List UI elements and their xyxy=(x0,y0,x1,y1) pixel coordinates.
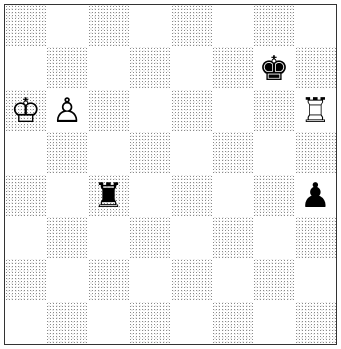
square-e1[interactable] xyxy=(171,302,212,344)
square-d6[interactable] xyxy=(129,90,170,132)
square-b7[interactable] xyxy=(46,47,87,89)
square-d3[interactable] xyxy=(129,217,170,259)
square-d2[interactable] xyxy=(129,259,170,301)
square-b5[interactable] xyxy=(46,132,87,174)
square-d8[interactable] xyxy=(129,5,170,47)
square-h1[interactable] xyxy=(295,302,336,344)
square-g2[interactable] xyxy=(253,259,294,301)
square-c6[interactable] xyxy=(88,90,129,132)
square-a7[interactable] xyxy=(5,47,46,89)
white-king-icon[interactable]: ♔ xyxy=(5,90,46,132)
square-b4[interactable] xyxy=(46,175,87,217)
square-h4[interactable]: ♟ xyxy=(295,175,336,217)
square-f2[interactable] xyxy=(212,259,253,301)
black-pawn-icon[interactable]: ♟ xyxy=(295,175,336,217)
square-e8[interactable] xyxy=(171,5,212,47)
square-e2[interactable] xyxy=(171,259,212,301)
square-d5[interactable] xyxy=(129,132,170,174)
square-c5[interactable] xyxy=(88,132,129,174)
square-b6[interactable]: ♙ xyxy=(46,90,87,132)
square-f4[interactable] xyxy=(212,175,253,217)
square-b3[interactable] xyxy=(46,217,87,259)
square-f3[interactable] xyxy=(212,217,253,259)
white-rook-icon[interactable]: ♖ xyxy=(295,90,336,132)
square-f6[interactable] xyxy=(212,90,253,132)
square-c3[interactable] xyxy=(88,217,129,259)
square-c7[interactable] xyxy=(88,47,129,89)
square-h6[interactable]: ♖ xyxy=(295,90,336,132)
square-b1[interactable] xyxy=(46,302,87,344)
board-grid: ♚ ♔♙ ♖ ♜ ♟ xyxy=(5,5,336,344)
square-e4[interactable] xyxy=(171,175,212,217)
square-d4[interactable] xyxy=(129,175,170,217)
square-e7[interactable] xyxy=(171,47,212,89)
square-b8[interactable] xyxy=(46,5,87,47)
square-a3[interactable] xyxy=(5,217,46,259)
square-d7[interactable] xyxy=(129,47,170,89)
square-g3[interactable] xyxy=(253,217,294,259)
square-a1[interactable] xyxy=(5,302,46,344)
square-d1[interactable] xyxy=(129,302,170,344)
black-king-icon[interactable]: ♚ xyxy=(253,47,294,89)
square-g8[interactable] xyxy=(253,5,294,47)
square-b2[interactable] xyxy=(46,259,87,301)
white-pawn-icon[interactable]: ♙ xyxy=(46,90,87,132)
square-g1[interactable] xyxy=(253,302,294,344)
square-e6[interactable] xyxy=(171,90,212,132)
square-f7[interactable] xyxy=(212,47,253,89)
square-g4[interactable] xyxy=(253,175,294,217)
square-h7[interactable] xyxy=(295,47,336,89)
square-f8[interactable] xyxy=(212,5,253,47)
square-f1[interactable] xyxy=(212,302,253,344)
square-c8[interactable] xyxy=(88,5,129,47)
square-e5[interactable] xyxy=(171,132,212,174)
square-c2[interactable] xyxy=(88,259,129,301)
square-g7[interactable]: ♚ xyxy=(253,47,294,89)
chess-board: ♚ ♔♙ ♖ ♜ ♟ xyxy=(4,4,337,345)
square-a6[interactable]: ♔ xyxy=(5,90,46,132)
square-a5[interactable] xyxy=(5,132,46,174)
square-a8[interactable] xyxy=(5,5,46,47)
square-g5[interactable] xyxy=(253,132,294,174)
square-h5[interactable] xyxy=(295,132,336,174)
black-rook-icon[interactable]: ♜ xyxy=(88,175,129,217)
square-c4[interactable]: ♜ xyxy=(88,175,129,217)
square-h2[interactable] xyxy=(295,259,336,301)
square-h3[interactable] xyxy=(295,217,336,259)
square-a4[interactable] xyxy=(5,175,46,217)
square-f5[interactable] xyxy=(212,132,253,174)
square-a2[interactable] xyxy=(5,259,46,301)
square-h8[interactable] xyxy=(295,5,336,47)
square-g6[interactable] xyxy=(253,90,294,132)
square-e3[interactable] xyxy=(171,217,212,259)
square-c1[interactable] xyxy=(88,302,129,344)
